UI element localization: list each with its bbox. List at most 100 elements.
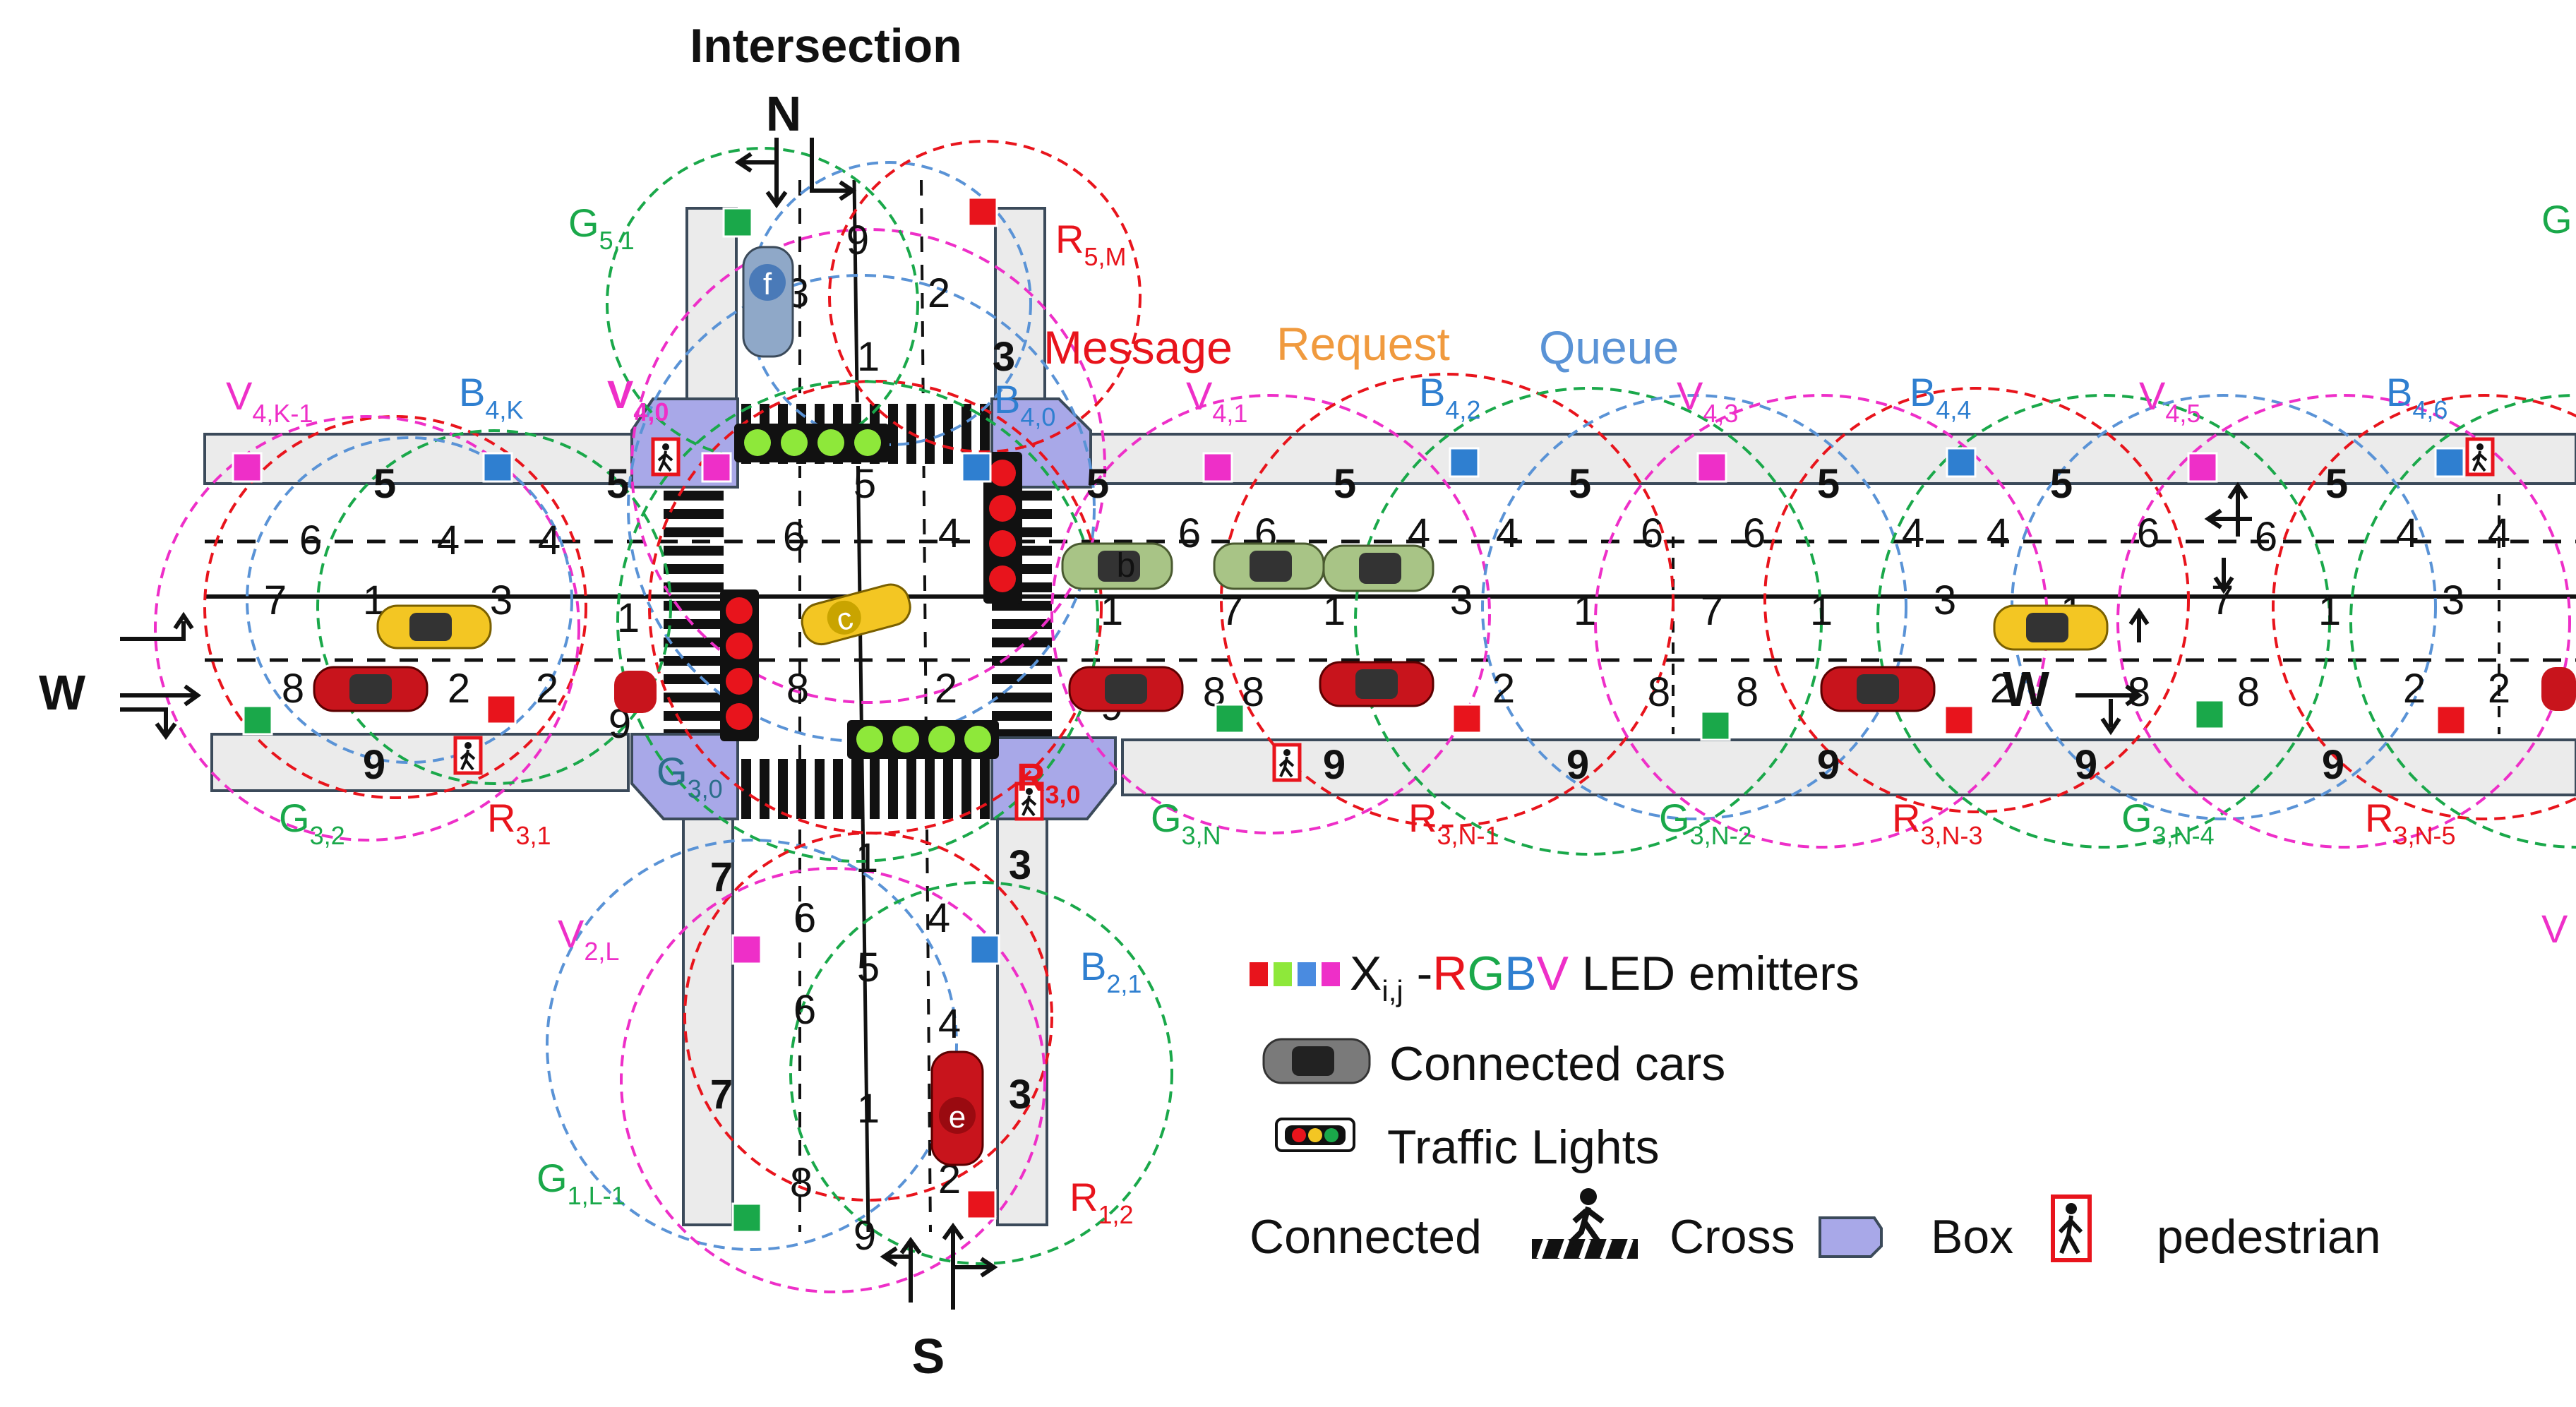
zebra-stripe (870, 759, 880, 819)
sidewalk-north-east (1089, 433, 2576, 485)
lane-number: 3 (490, 577, 513, 623)
led-emitter-square (232, 452, 263, 483)
led-emitter-square (701, 452, 732, 483)
led-emitter-square (969, 934, 1000, 965)
lane-number: 8 (790, 1160, 813, 1206)
zebra-stripe (992, 637, 1052, 647)
lane-number: 2 (536, 666, 558, 712)
led-emitter-square (1943, 705, 1975, 736)
lane-number: 1 (857, 1086, 880, 1132)
label-r5m: R5,M (1055, 217, 1126, 271)
led-emitter-square (2436, 705, 2467, 736)
zebra-stripe (815, 759, 825, 819)
label-r12: R1,2 (1070, 1175, 1134, 1229)
label-r3n1: R3,N-1 (1408, 796, 1499, 850)
lane-number: 7 (1221, 588, 1243, 634)
lane-number: 5 (2050, 461, 2073, 507)
lane-number: 2 (935, 666, 957, 712)
label-g3n4: G3,N-4 (2121, 796, 2215, 850)
led-emitter-square (1449, 447, 1480, 478)
legend-cars-label: Connected cars (1389, 1037, 1725, 1091)
lane-number: 6 (2137, 510, 2159, 556)
zebra-stripe (664, 527, 724, 537)
lane-number: 8 (1736, 669, 1759, 715)
lane-number: 8 (786, 666, 809, 712)
led-emitter-square (482, 452, 513, 483)
lane-number: 8 (1648, 669, 1670, 715)
zebra-stripe (980, 759, 990, 819)
label-g51: G5,1 (568, 200, 635, 255)
label-v4k1: V4,K-1 (226, 373, 313, 428)
zebra-stripe (992, 711, 1052, 721)
car-red-east-4 (2541, 667, 2576, 711)
lane-number: 4 (938, 510, 961, 556)
region-request: Request (1276, 318, 1450, 370)
lane-number: 6 (793, 895, 816, 941)
region-labels: Message Request Queue (1043, 318, 1679, 373)
pedestrians (453, 437, 2495, 821)
lane-number: 8 (282, 666, 304, 712)
lane-number: 1 (1810, 588, 1833, 634)
led-emitter-square (2187, 452, 2218, 483)
lane-number: 9 (1323, 742, 1346, 788)
car-green-3 (1322, 544, 1434, 592)
label-b42: B4,2 (1419, 370, 1480, 424)
lane-number: 4 (1987, 510, 2009, 556)
zebra-stripe (664, 619, 724, 629)
svg-text:Xi,j -RGBV LED emitters: Xi,j -RGBV LED emitters (1350, 947, 1859, 1007)
traffic-light-east (983, 452, 1022, 604)
car-red-west (313, 666, 429, 712)
led-emitter-square (2434, 447, 2465, 478)
lane-number: 9 (2075, 742, 2097, 788)
footprint-circles (154, 140, 2576, 1293)
label-south: S (912, 1329, 945, 1384)
pedestrian-icon (651, 437, 681, 477)
lane-number: 3 (1009, 1072, 1031, 1118)
lane-number: 2 (928, 270, 950, 316)
label-g30: G3,0 (657, 749, 723, 803)
led-emitter-square (242, 705, 273, 736)
traffic-light-south (847, 720, 999, 759)
car-red-east-2 (1319, 661, 1434, 707)
lane-number: 3 (1450, 577, 1473, 623)
lane-number: 4 (938, 1001, 961, 1047)
legend-box-label: Box (1931, 1210, 2013, 1264)
label-edge-violet: V (2541, 906, 2568, 951)
lane-number: 9 (1566, 742, 1589, 788)
zebra-stripe (943, 759, 953, 819)
lane-number: 5 (853, 461, 876, 507)
led-emitter-square (966, 1189, 997, 1220)
led-emitter-square (2194, 699, 2225, 730)
car-red-partial (614, 671, 657, 713)
label-r3n3: R3,N-3 (1892, 796, 1982, 850)
led-emitter-square (1214, 703, 1245, 734)
connected-cross-icon (1532, 1188, 1638, 1260)
label-north: N (766, 86, 802, 141)
zebra-stripe (851, 759, 861, 819)
lane-number: 5 (373, 461, 396, 507)
lane-number: 3 (993, 334, 1015, 380)
zebra-stripe (961, 759, 971, 819)
lane-number: 5 (606, 461, 629, 507)
lane-number: 6 (299, 517, 322, 563)
lane-number: 2 (1492, 666, 1515, 712)
lane-number: 4 (1902, 510, 1924, 556)
lane-number: 6 (1743, 510, 1766, 556)
car-green-2 (1213, 542, 1325, 590)
lane-number: 3 (1934, 577, 1956, 623)
zebra-stripe (664, 546, 724, 556)
lane-number: 4 (2488, 510, 2510, 556)
lane-number: 3 (1009, 842, 1031, 888)
pedestrian-icon (2465, 437, 2495, 477)
traffic-lights (720, 424, 1022, 759)
zebra-stripe (664, 564, 724, 574)
zebra-stripe (664, 674, 724, 684)
led-emitter-square (967, 196, 998, 227)
region-queue: Queue (1539, 321, 1679, 373)
led-emitter-square (961, 452, 992, 483)
car-yellow-east (1993, 604, 2109, 651)
led-emitter-square (1700, 710, 1731, 741)
box-icon (1819, 1216, 1883, 1258)
lane-number: 8 (1242, 669, 1264, 715)
